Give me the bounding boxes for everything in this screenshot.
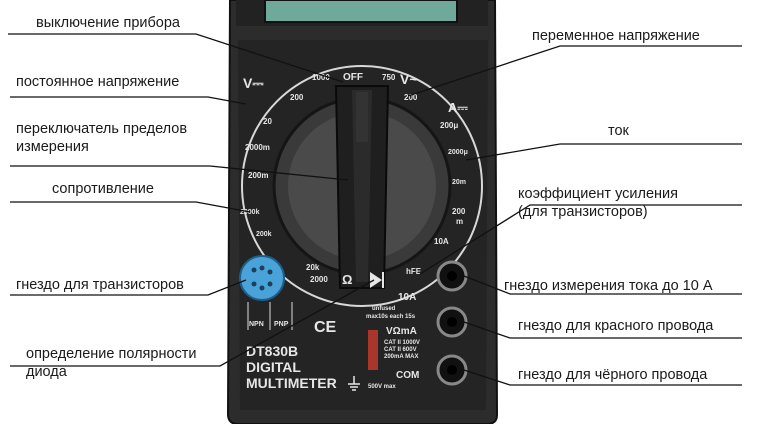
range-switch-knob[interactable] [334,85,390,289]
label-socket-10a: гнездо измерения тока до 10 А [504,278,713,294]
model-label: DT830B [246,343,298,359]
leader-socket-red [463,321,742,339]
leader-transistor-socket [10,279,247,296]
label-socket-black: гнездо для чёрного провода [518,367,708,383]
dcv-range-1000: 1000 [312,73,330,82]
dcv-range-200m: 200m [248,171,268,180]
label-transistor-socket: гнездо для транзисторов [16,277,184,293]
ohm-symbol: Ω [342,272,352,287]
ohm-range-200k: 200k [256,231,272,238]
digital-label: DIGITAL [246,359,301,375]
warning-red-mark [368,330,378,370]
label-range-switch: переключатель пределов измерения [16,120,226,156]
dial-off-label: OFF [343,72,363,83]
leader-socket-10a [463,275,742,295]
label-hfe-line2: (для транзисторов) [518,204,648,220]
leader-resistance [10,201,251,213]
leader-power-off [8,33,344,83]
dca-range-20m: 20m [452,179,466,186]
pnp-label: PNP [274,321,289,328]
unfused-label-1: unfused [372,306,396,312]
label-hfe: коэффициент усиления (для транзисторов) [518,185,748,221]
label-diode: определение полярности диода [26,345,236,381]
com-max-label: 500V max [368,384,396,390]
dca-range-200: 200 [452,207,466,216]
label-current: ток [608,123,629,139]
jack-10a[interactable] [436,260,468,292]
cat-label-2: CAT II 600V [384,347,417,353]
acv-range-750: 750 [382,73,396,82]
jack-com-label: COM [396,370,419,381]
label-diode-line1: определение полярности [26,346,197,362]
ground-icon [348,376,360,391]
dca-range-200u: 200μ [440,121,458,130]
dcv-range-2000m: 2000m [245,143,270,152]
leader-ac-voltage [407,45,742,97]
leader-socket-black [463,369,742,386]
label-range-switch-line2: измерения [16,139,89,155]
label-range-switch-line1: переключатель пределов [16,121,188,137]
dca-symbol: A⎓ [448,100,468,115]
label-dc-voltage: постоянное напряжение [16,74,180,90]
cat-label-3: 200mA MAX [384,354,418,360]
leader-dc-voltage [10,96,247,105]
diode-icon [370,272,384,288]
dcv-range-20: 20 [263,117,272,126]
leader-range-switch [10,165,349,181]
leader-diode [10,279,375,367]
npn-label: NPN [249,321,264,328]
label-socket-red: гнездо для красного провода [518,318,714,334]
leader-current [465,143,742,161]
acv-symbol: V~ [400,71,418,87]
dca-range-10a: 10A [434,237,449,246]
lcd-screen [264,0,458,23]
jack-10a-label: 10A [398,292,416,303]
label-ac-voltage: переменное напряжение [532,28,700,44]
cat-label-1: CAT II 1000V [384,340,420,346]
label-hfe-line1: коэффициент усиления [518,186,678,202]
hfe-mark: hFE [406,267,422,276]
dca-range-m: m [456,217,463,226]
leader-hfe [419,204,742,275]
ohm-range-2000: 2000 [310,275,328,284]
dcv-symbol: V⎓ [243,75,264,91]
label-diode-line2: диода [26,364,67,380]
jack-vomA-label: VΩmA [386,326,417,337]
jack-com[interactable] [436,354,468,386]
unfused-label-2: max10s each 15s [366,314,416,320]
ce-mark: CE [314,319,337,336]
acv-range-200: 200 [404,93,418,102]
dca-range-2000u: 2000μ [448,149,468,156]
multimeter-label: MULTIMETER [246,375,337,391]
label-resistance: сопротивление [52,181,154,197]
jack-vomA[interactable] [436,306,468,338]
dcv-range-200: 200 [290,93,304,102]
ohm-range-20k: 20k [306,263,320,272]
label-power-off: выключение прибора [36,15,180,31]
